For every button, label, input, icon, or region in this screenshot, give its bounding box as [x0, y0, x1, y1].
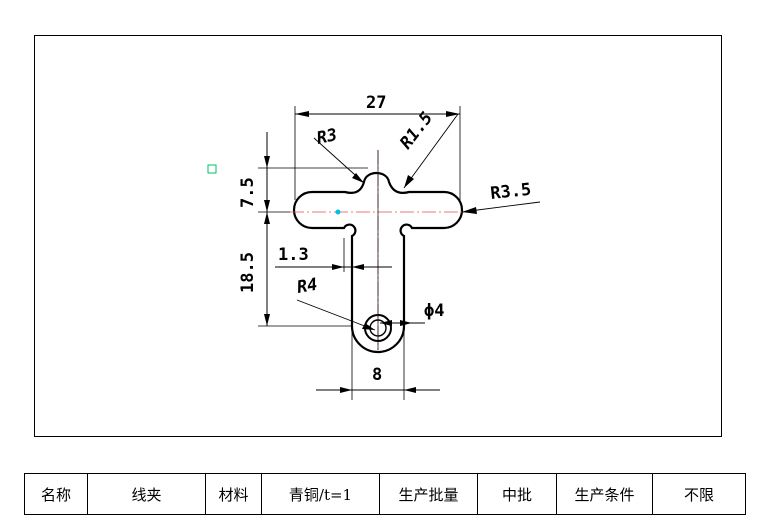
drawing-frame	[34, 35, 722, 437]
label-conditions: 生产条件	[556, 473, 653, 515]
part-outline	[292, 171, 464, 354]
r4-label: R4	[295, 275, 319, 298]
label-material: 材料	[205, 473, 262, 515]
r3-5-arrow	[462, 207, 477, 214]
dim-1-3-label: 1.3	[278, 245, 309, 265]
value-conditions: 不限	[652, 473, 746, 515]
dim-27-arrow-right	[446, 111, 460, 117]
dim-18-5-label: 18.5	[238, 252, 258, 293]
r1-5-label: R1.5	[396, 108, 437, 153]
label-batch: 生产批量	[379, 473, 478, 515]
dim-27-label: 27	[366, 93, 386, 113]
label-name: 名称	[24, 473, 88, 515]
r4-arrow	[362, 323, 375, 330]
dim-8-arrow-right	[404, 387, 416, 393]
dim-1-3-arrow-left	[332, 264, 344, 270]
value-batch: 中批	[477, 473, 557, 515]
r3-arrow	[352, 173, 364, 183]
phi4-label: ϕ4	[424, 301, 444, 321]
dim-8-arrow-left	[340, 387, 352, 393]
dim-8-label: 8	[372, 365, 382, 385]
phi4-arrow-left	[380, 320, 392, 326]
snap-marker-icon	[207, 164, 217, 174]
dim-7-5-label: 7.5	[238, 177, 258, 208]
table-row: 名称 线夹 材料 青铜/t=1 生产批量 中批 生产条件 不限	[24, 473, 746, 515]
dim-7-5-arrow-bottom	[264, 200, 270, 212]
dim-1-3-arrow-right	[352, 264, 364, 270]
r3-label: R3	[315, 125, 339, 149]
dim-18-5-arrow-bottom	[264, 314, 270, 326]
r1-5-leader	[403, 113, 459, 189]
value-material: 青铜/t=1	[261, 473, 380, 515]
spec-table: 名称 线夹 材料 青铜/t=1 生产批量 中批 生产条件 不限	[24, 473, 746, 515]
r3-5-label: R3.5	[489, 180, 532, 204]
part-drawing: 27 R3 R1.5 R3.5 7.5 18.5 1.3 R4 ϕ4 8	[207, 93, 541, 400]
dim-7-5-arrow-top	[264, 156, 270, 168]
phi4-arrow-right	[400, 320, 412, 326]
dim-18-5-arrow-top	[264, 212, 270, 224]
snap-point-icon	[335, 209, 341, 215]
r4-leader	[296, 299, 376, 331]
r1-5-arrow	[404, 175, 414, 188]
dim-27-arrow-left	[295, 111, 309, 117]
value-name: 线夹	[87, 473, 206, 515]
